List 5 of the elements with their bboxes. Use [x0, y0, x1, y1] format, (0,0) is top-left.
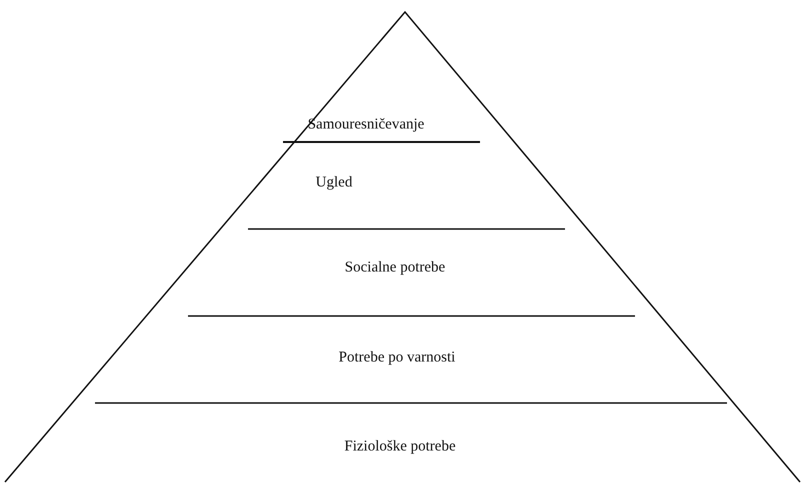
level-label: Potrebe po varnosti: [338, 350, 456, 366]
level-label: Fiziološke potrebe: [344, 438, 456, 456]
level-label: Samouresničevanje: [308, 116, 424, 134]
level-label: Socialne potrebe: [344, 260, 446, 276]
level-label: Ugled: [316, 174, 352, 192]
